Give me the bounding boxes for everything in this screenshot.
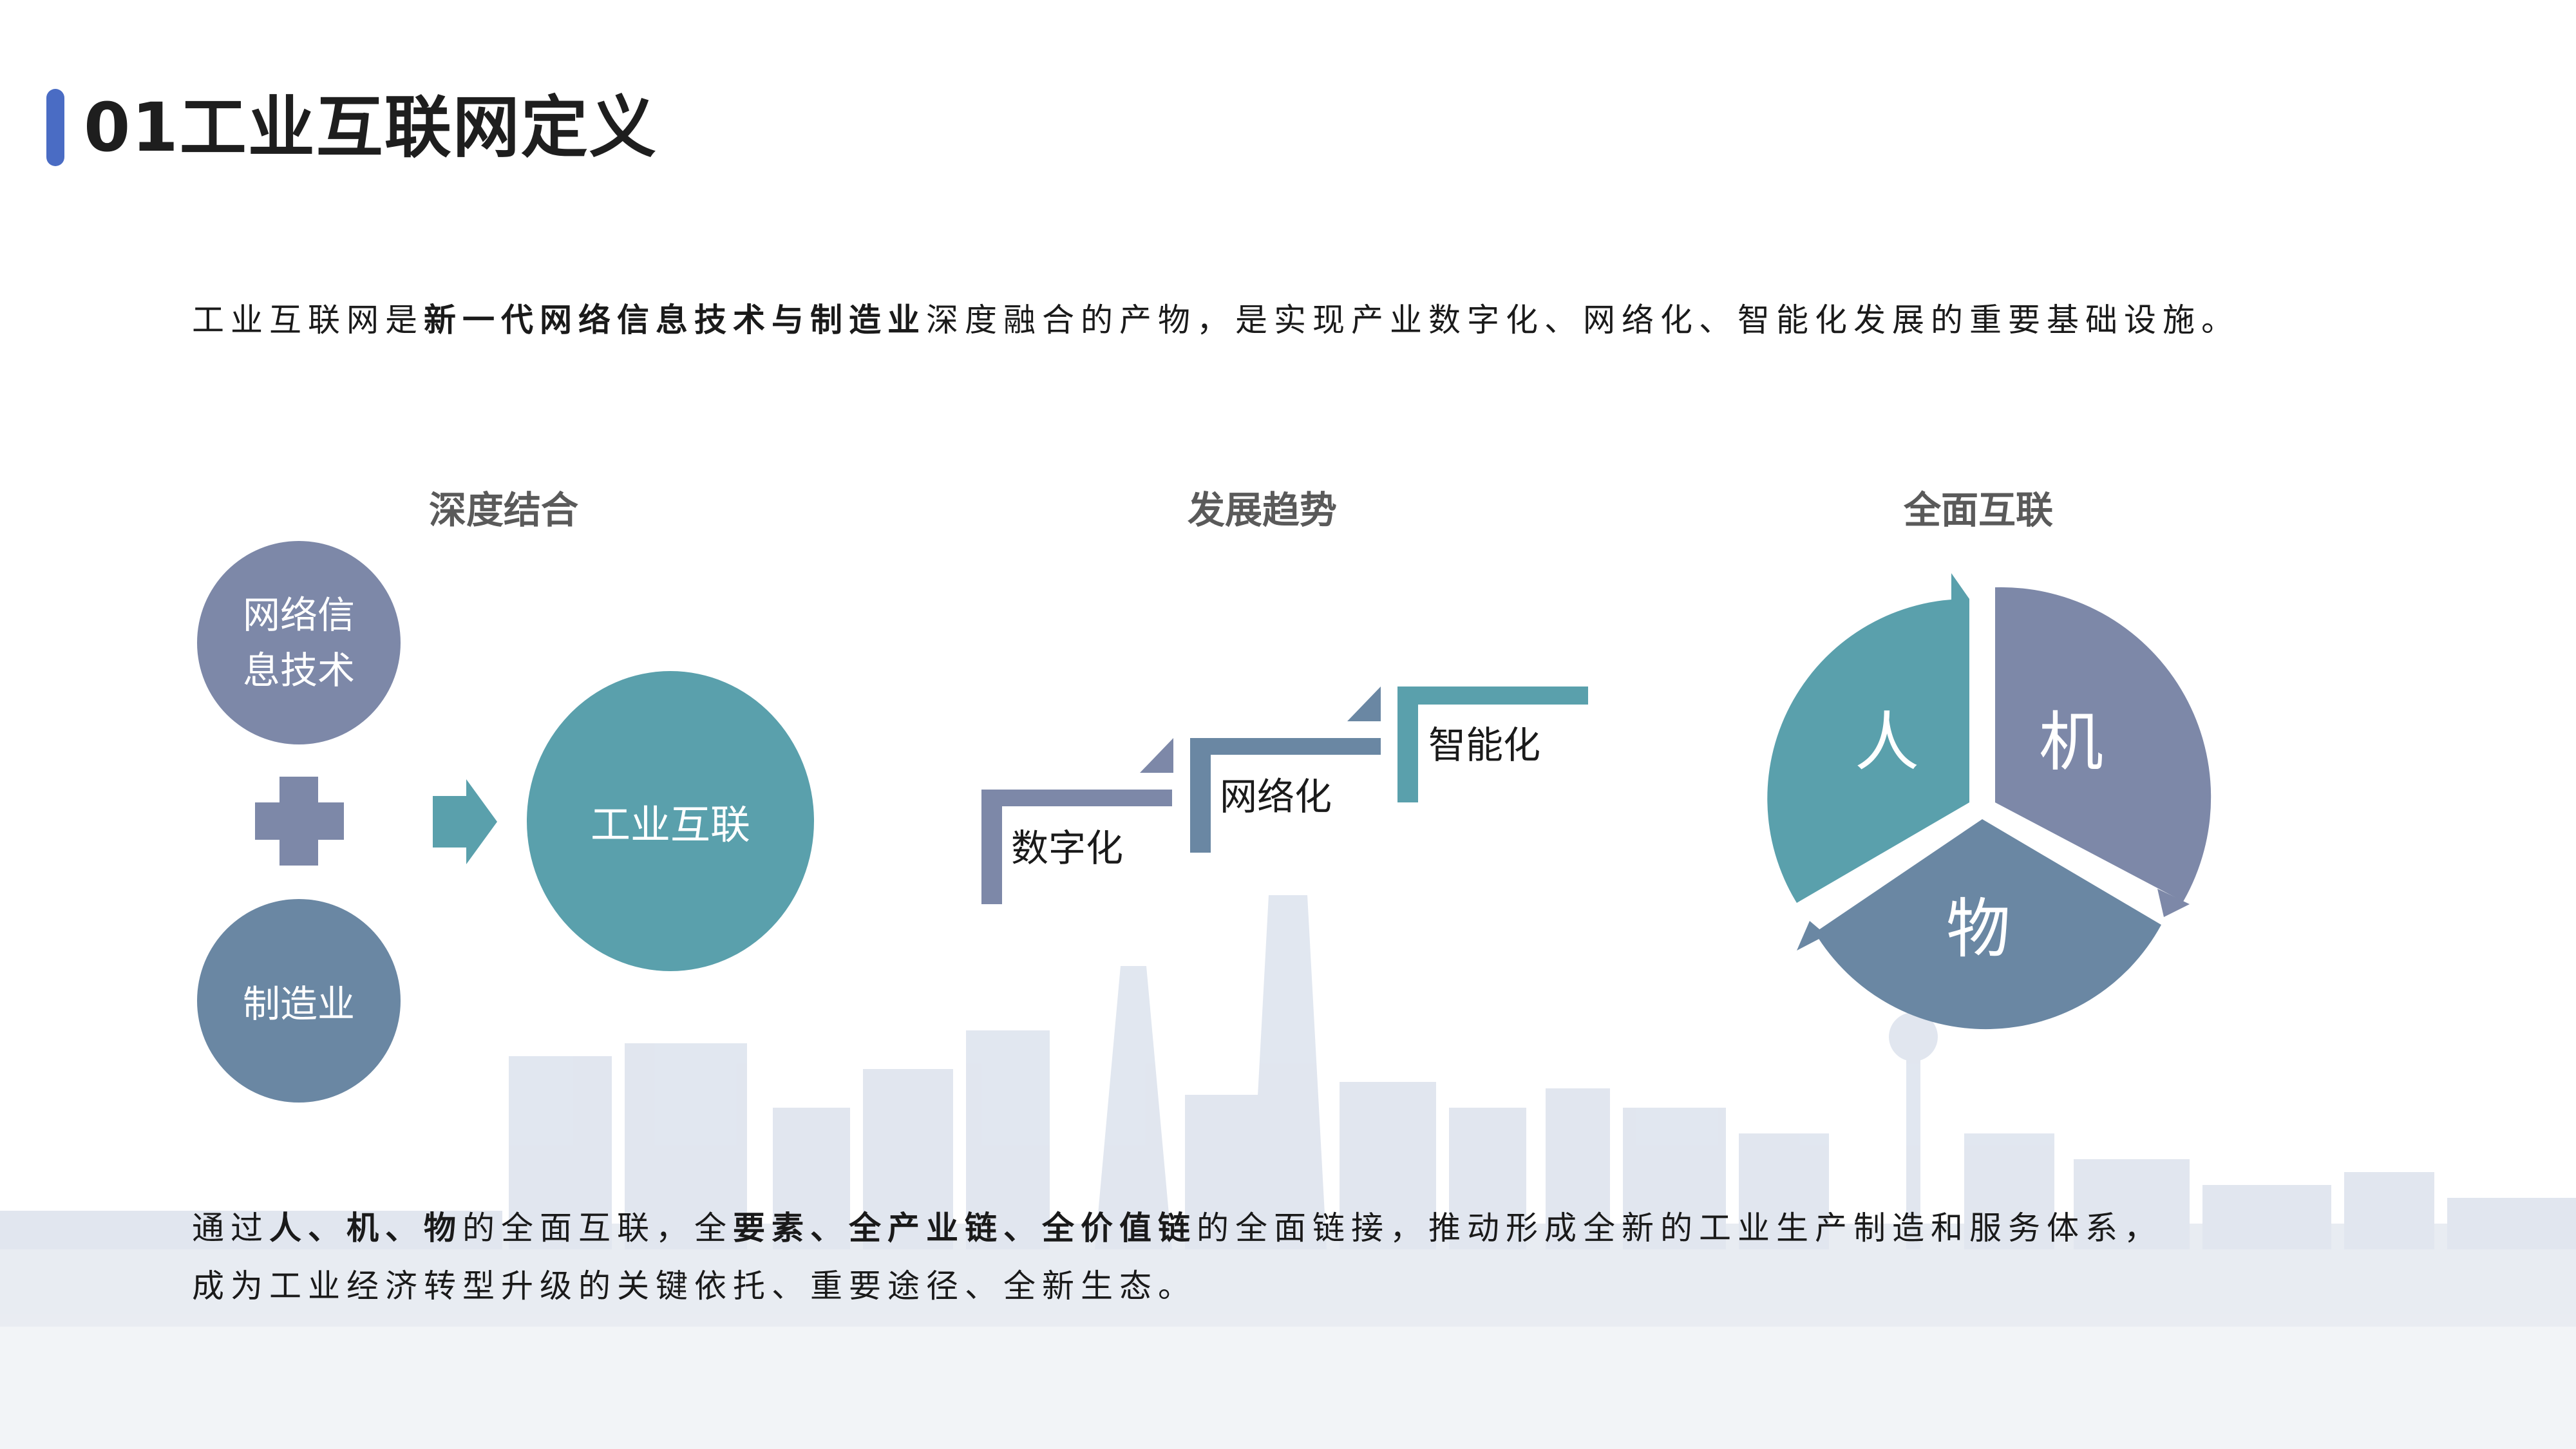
pie-arrowhead-wu bbox=[1797, 921, 1826, 951]
heading-full-interconnection: 全面互联 bbox=[1903, 488, 2053, 532]
bottom-p3: 的全面链接，推动形成全新的工业生产制造和服务体系， bbox=[1197, 1209, 2163, 1247]
circle-manufacturing-label: 制造业 bbox=[242, 982, 355, 1026]
pie-label-ji: 机 bbox=[2039, 705, 2103, 780]
circle-network-info-tech-label: 网络信息技术 bbox=[242, 593, 355, 692]
bottom-b1: 人、机、物 bbox=[269, 1209, 462, 1247]
bottom-line-2: 成为工业经济转型升级的关键依托、重要途径、全新生态。 bbox=[192, 1267, 1197, 1305]
step-label-network: 网络化 bbox=[1220, 775, 1332, 819]
bottom-p1: 通过 bbox=[192, 1209, 269, 1247]
heading-deep-integration: 深度结合 bbox=[428, 488, 578, 532]
pie-arrowhead-ji bbox=[2157, 889, 2190, 917]
step-network-arrowhead bbox=[1347, 687, 1381, 721]
step-network-bracket bbox=[1190, 738, 1381, 853]
bottom-paragraph: 通过人、机、物的全面互联，全要素、全产业链、全价值链的全面链接，推动形成全新的工… bbox=[192, 1199, 2163, 1315]
title-accent-bar bbox=[46, 89, 64, 166]
intro-pre: 工业互联网是 bbox=[192, 301, 424, 339]
pie-sector-ji bbox=[1995, 587, 2211, 902]
circle-industrial-interconnection: 工业互联 bbox=[527, 671, 814, 971]
pie-label-wu: 物 bbox=[1946, 891, 2011, 967]
step-smart-bracket bbox=[1397, 687, 1588, 802]
pie-sector-wu bbox=[1815, 819, 2161, 1030]
bottom-line-1: 通过人、机、物的全面互联，全要素、全产业链、全价值链的全面链接，推动形成全新的工… bbox=[192, 1199, 2163, 1257]
step-digital-bracket bbox=[981, 790, 1172, 904]
intro-sentence: 工业互联网是新一代网络信息技术与制造业深度融合的产物，是实现产业数字化、网络化、… bbox=[192, 298, 2240, 343]
arrow-right-icon bbox=[433, 779, 497, 864]
step-label-digital: 数字化 bbox=[1011, 826, 1124, 870]
circle-manufacturing: 制造业 bbox=[197, 899, 401, 1103]
pie-sector-ren bbox=[1767, 598, 1969, 903]
bottom-b2: 要素、全产业链、全价值链 bbox=[733, 1209, 1197, 1247]
pie-all-connected bbox=[1767, 573, 2211, 1030]
intro-post: 深度融合的产物，是实现产业数字化、网络化、智能化发展的重要基础设施。 bbox=[926, 301, 2240, 339]
plus-icon-bar bbox=[255, 802, 344, 840]
trend-staircase bbox=[981, 687, 1588, 904]
circle-industrial-interconnection-label: 工业互联 bbox=[590, 801, 750, 848]
step-label-smart: 智能化 bbox=[1428, 723, 1541, 767]
pie-label-ren: 人 bbox=[1855, 705, 1919, 780]
page-title: 01工业互联网定义 bbox=[84, 88, 658, 167]
heading-development-trend: 发展趋势 bbox=[1187, 488, 1337, 532]
circle-network-info-tech: 网络信息技术 bbox=[197, 541, 401, 744]
intro-bold: 新一代网络信息技术与制造业 bbox=[424, 301, 926, 339]
bottom-p2: 的全面互联，全 bbox=[462, 1209, 733, 1247]
step-digital-arrowhead bbox=[1140, 738, 1173, 773]
pie-arrowhead-ren bbox=[1951, 573, 1969, 617]
